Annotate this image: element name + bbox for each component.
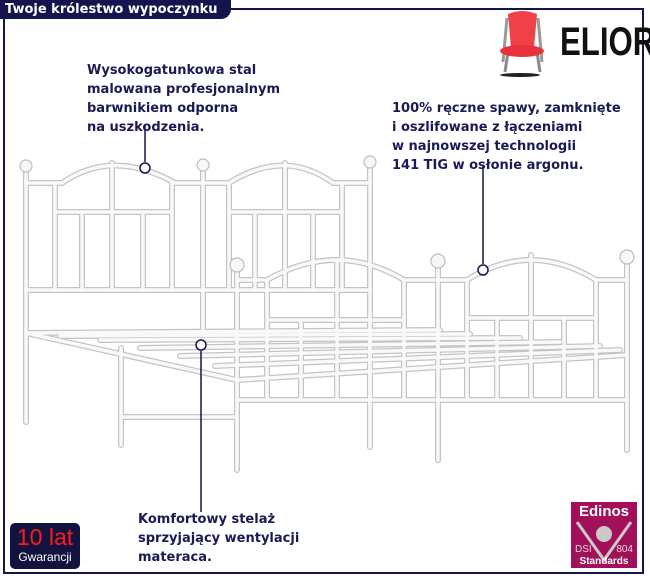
- annotation-line: i oszlifowane z łączeniami: [392, 120, 583, 135]
- annotation-steel: Wysokogatunkowa stal malowana profesjona…: [87, 61, 280, 137]
- annotation-line: sprzyjający wentylacji: [138, 531, 300, 546]
- pointer-dot-steel: [139, 162, 151, 174]
- warranty-badge: 10 lat Gwarancji: [10, 523, 80, 569]
- certificate-v-icon: [575, 521, 633, 563]
- annotation-line: barwnikiem odporna: [87, 101, 239, 116]
- annotation-slats: Komfortowy stelaż sprzyjający wentylacji…: [138, 510, 299, 567]
- annotation-line: malowana profesjonalnym: [87, 82, 281, 97]
- warranty-label: Gwarancji: [18, 550, 72, 564]
- brand-logo: ELIOR: [560, 20, 650, 64]
- annotation-line: materaca.: [138, 550, 212, 565]
- certificate-dsi: DSI: [575, 544, 592, 555]
- pointer-dot-slats: [195, 339, 207, 351]
- annotation-line: 141 TIG w osłonie argonu.: [392, 158, 584, 173]
- certificate-standards: Standards: [579, 556, 629, 567]
- annotation-line: na uszkodzenia.: [87, 120, 205, 135]
- image-frame: [3, 8, 644, 574]
- certificate-name: Edinos: [578, 503, 629, 520]
- annotation-line: w najnowszej technologii: [392, 139, 577, 154]
- annotation-line: Wysokogatunkowa stal: [87, 63, 257, 78]
- annotation-line: Komfortowy stelaż: [138, 512, 276, 527]
- certificate-number: 804: [616, 544, 633, 555]
- annotation-line: 100% ręczne spawy, zamknięte: [392, 101, 621, 116]
- pointer-dot-welds: [477, 264, 489, 276]
- annotation-welds: 100% ręczne spawy, zamknięte i oszlifowa…: [392, 99, 621, 175]
- certificate-badge: Edinos DSI 804 Standards: [571, 502, 637, 568]
- red-chair-icon: [500, 11, 544, 77]
- header-title: Twoje królestwo wypoczynku: [0, 0, 232, 19]
- warranty-years: 10 lat: [16, 524, 74, 550]
